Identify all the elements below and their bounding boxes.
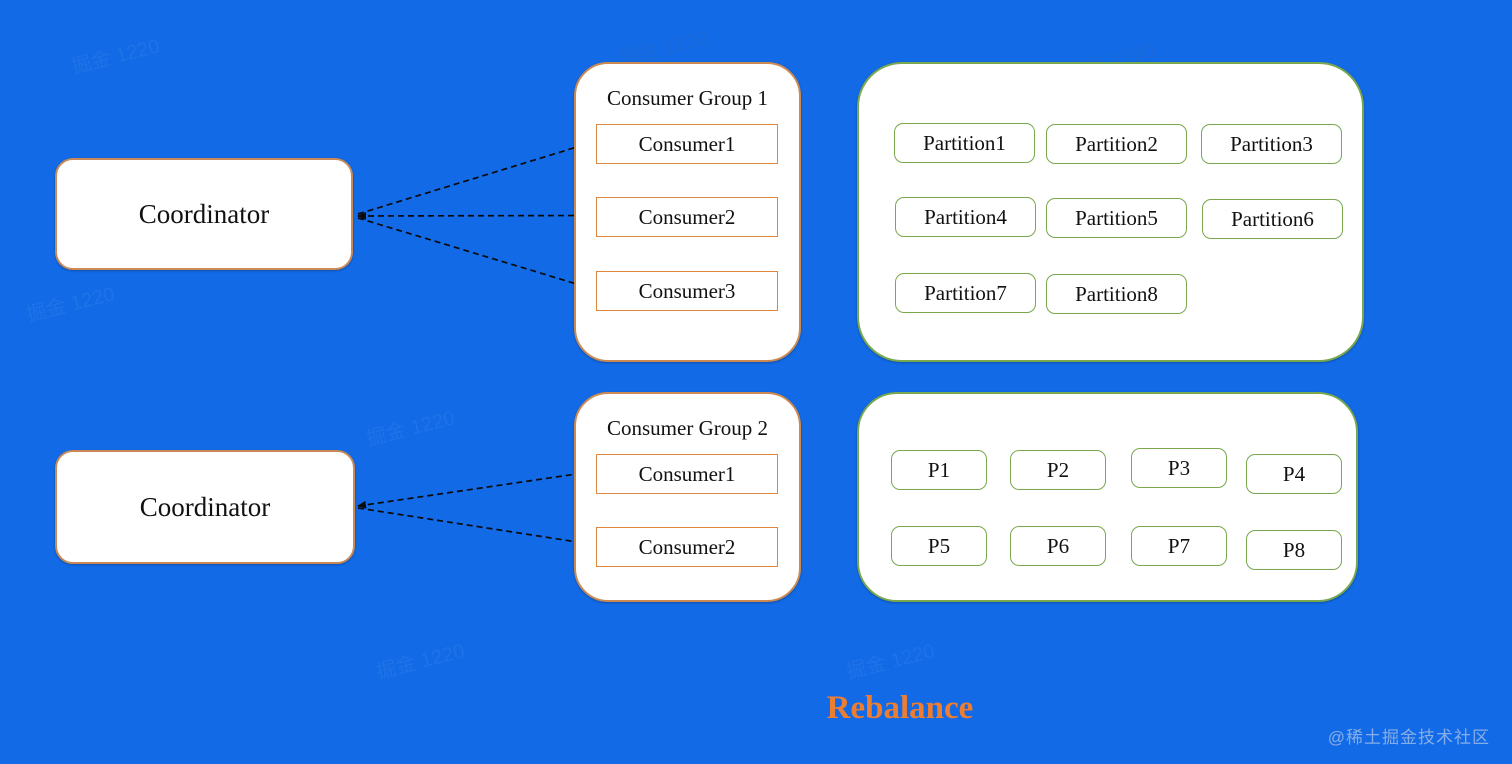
partition-label: P8 xyxy=(1282,537,1306,562)
partition-p8: P8 xyxy=(1246,530,1342,570)
coordinator-1-label: Coordinator xyxy=(138,198,270,229)
arrow-coordinator1-consumer3 xyxy=(357,217,591,290)
background-watermark: 掘金 1220 xyxy=(24,283,117,327)
diagram-title: Rebalance xyxy=(826,690,974,726)
partition-p1: P1 xyxy=(891,450,987,490)
partition-3: Partition3 xyxy=(1201,124,1342,164)
consumer-group-2-box: Consumer Group 2 Consumer1 Consumer2 xyxy=(574,392,801,602)
background-watermark: 掘金 1220 xyxy=(374,640,467,684)
partition-set-2-box: P1 P2 P3 P4 P5 P6 P7 P8 xyxy=(857,392,1358,602)
partition-label: Partition7 xyxy=(924,280,1007,305)
background-watermark: 掘金 1220 xyxy=(364,407,457,451)
consumer-label: Consumer3 xyxy=(638,278,736,303)
partition-5: Partition5 xyxy=(1046,198,1187,238)
partition-set-1-box: Partition1 Partition2 Partition3 Partiti… xyxy=(857,62,1364,362)
partition-p2: P2 xyxy=(1010,450,1106,490)
partition-label: Partition3 xyxy=(1230,131,1313,156)
community-watermark: @稀土掘金技术社区 xyxy=(1327,728,1490,747)
consumer-group-2-consumer-2: Consumer2 xyxy=(596,527,778,567)
partition-4: Partition4 xyxy=(895,197,1036,237)
consumer-label: Consumer2 xyxy=(638,534,736,559)
arrow-coordinator1-consumer1 xyxy=(357,141,591,215)
arrow-coordinator2-consumer1 xyxy=(357,468,591,509)
partition-label: P5 xyxy=(927,533,951,558)
partition-label: P7 xyxy=(1167,533,1191,558)
consumer-group-2-title: Consumer Group 2 xyxy=(607,416,768,440)
consumer-group-2-consumer-1: Consumer1 xyxy=(596,454,778,494)
consumer-group-1-consumer-1: Consumer1 xyxy=(596,124,778,164)
consumer-label: Consumer1 xyxy=(638,131,736,156)
partition-label: P4 xyxy=(1282,461,1306,486)
coordinator-2-box: Coordinator xyxy=(55,450,355,564)
coordinator-2-label: Coordinator xyxy=(139,491,271,522)
partition-label: Partition5 xyxy=(1075,205,1158,230)
background-watermark: 掘金 1220 xyxy=(844,640,937,684)
background-watermark: 掘金 1220 xyxy=(69,35,162,79)
partition-label: P2 xyxy=(1046,457,1070,482)
partition-label: Partition8 xyxy=(1075,281,1158,306)
partition-7: Partition7 xyxy=(895,273,1036,313)
arrow-coordinator2-consumer2 xyxy=(357,507,591,548)
consumer-label: Consumer2 xyxy=(638,204,736,229)
partition-p7: P7 xyxy=(1131,526,1227,566)
partition-p5: P5 xyxy=(891,526,987,566)
partition-label: P1 xyxy=(927,457,951,482)
partition-label: Partition1 xyxy=(923,130,1006,155)
partition-8: Partition8 xyxy=(1046,274,1187,314)
consumer-group-1-title: Consumer Group 1 xyxy=(607,86,768,110)
partition-1: Partition1 xyxy=(894,123,1035,163)
consumer-group-1-consumer-3: Consumer3 xyxy=(596,271,778,311)
partition-p3: P3 xyxy=(1131,448,1227,488)
partition-p4: P4 xyxy=(1246,454,1342,494)
arrow-coordinator1-consumer2 xyxy=(357,210,591,222)
partition-label: Partition6 xyxy=(1231,206,1314,231)
partition-label: Partition4 xyxy=(924,204,1007,229)
partition-6: Partition6 xyxy=(1202,199,1343,239)
coordinator-1-box: Coordinator xyxy=(55,158,353,270)
partition-2: Partition2 xyxy=(1046,124,1187,164)
consumer-label: Consumer1 xyxy=(638,461,736,486)
consumer-group-1-box: Consumer Group 1 Consumer1 Consumer2 Con… xyxy=(574,62,801,362)
partition-label: Partition2 xyxy=(1075,131,1158,156)
partition-label: P6 xyxy=(1046,533,1070,558)
partition-label: P3 xyxy=(1167,455,1191,480)
consumer-group-1-consumer-2: Consumer2 xyxy=(596,197,778,237)
partition-p6: P6 xyxy=(1010,526,1106,566)
